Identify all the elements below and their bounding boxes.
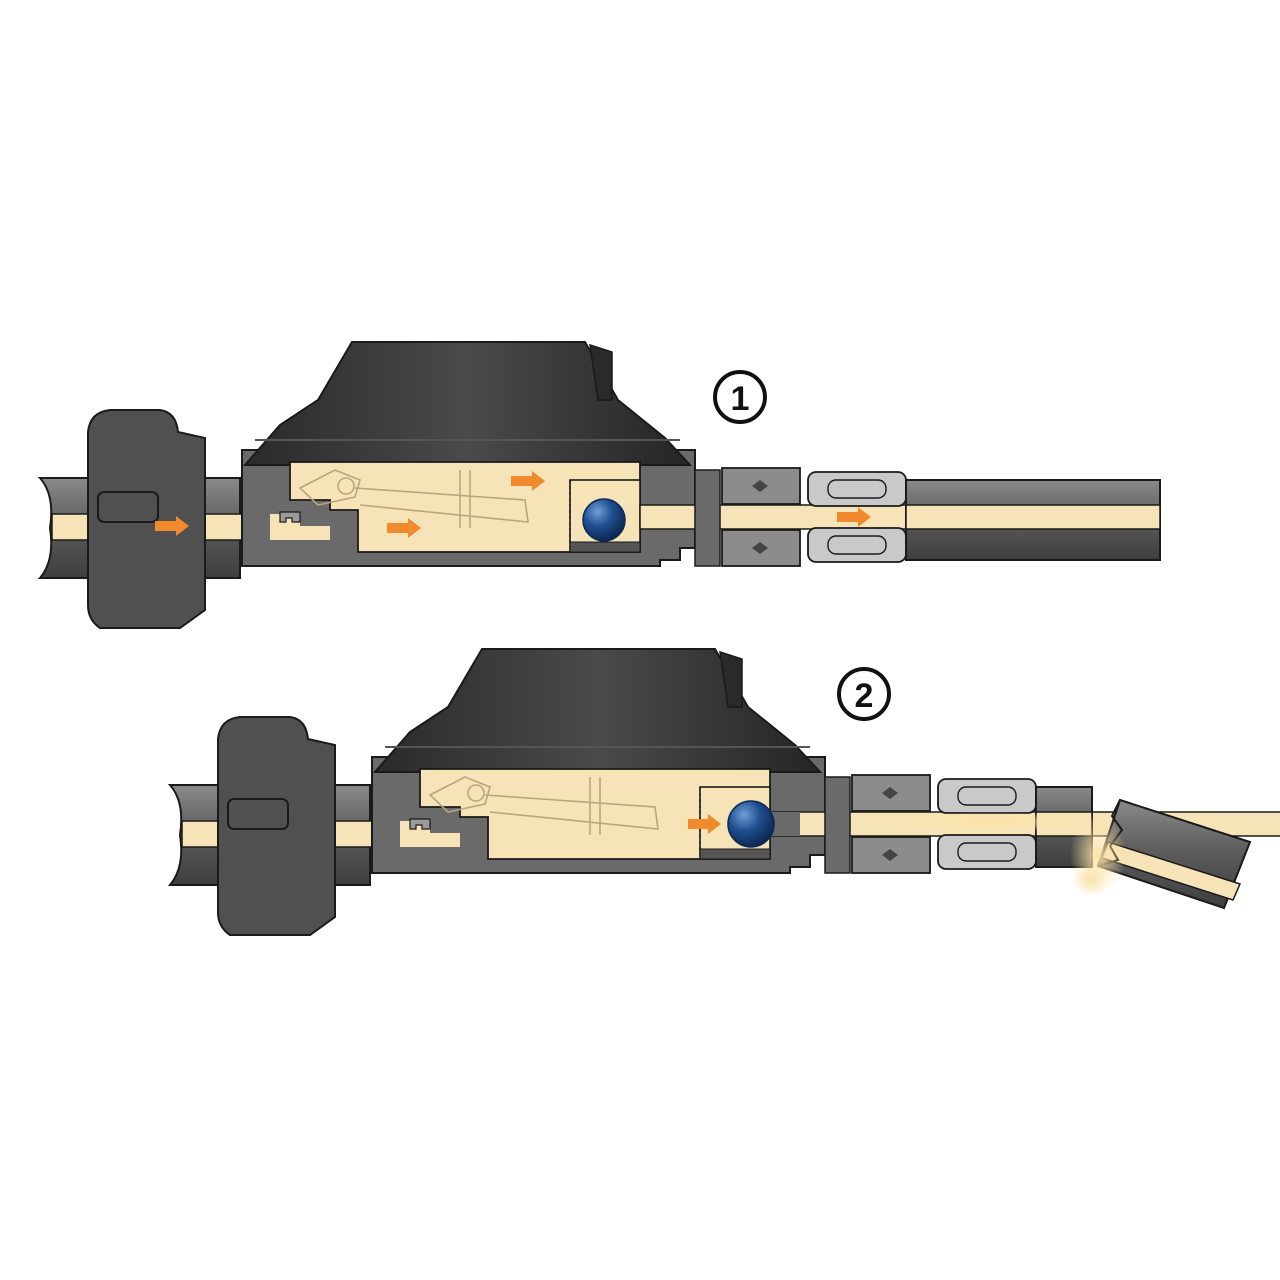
flow-arrow-icon [155, 471, 871, 538]
check-ball-icon [727, 800, 775, 848]
gas-leak-icon [880, 812, 1100, 832]
panel-1-number: 1 [731, 380, 750, 418]
circled-number-icon: 1 [713, 370, 767, 424]
broken-hose-end [1070, 798, 1252, 910]
panel-2: 2 [169, 648, 1280, 936]
panel-1: 1 [39, 341, 1161, 629]
flow-arrow-icon [688, 814, 721, 834]
circled-number-icon: 2 [837, 667, 891, 721]
panel-2-number: 2 [855, 677, 874, 715]
check-ball-icon [582, 498, 626, 542]
